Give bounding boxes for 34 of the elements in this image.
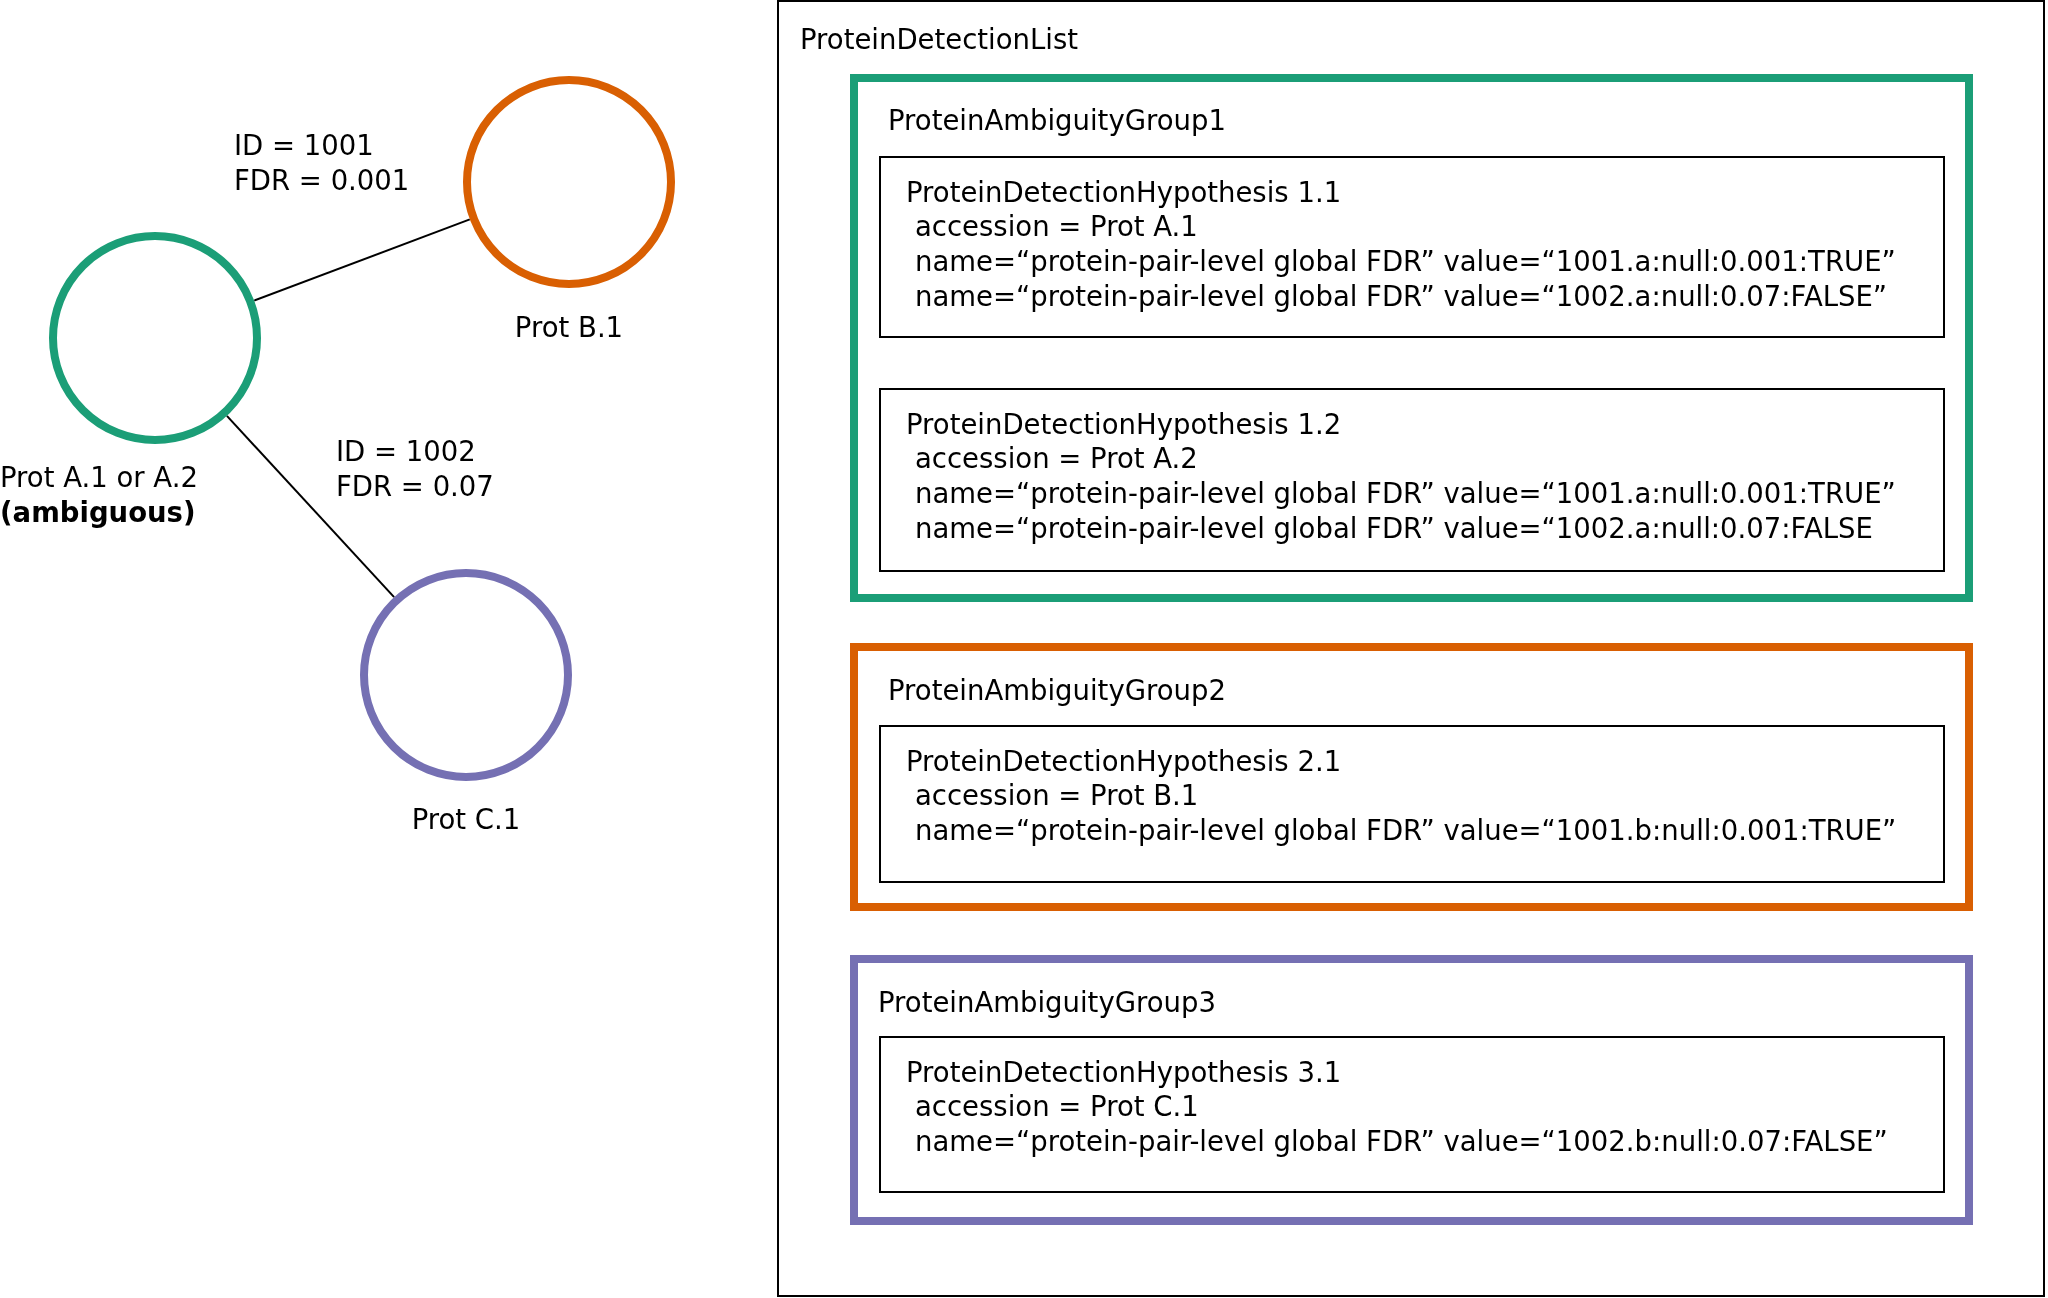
group-title: ProteinAmbiguityGroup1 xyxy=(888,102,1226,138)
group-frame xyxy=(850,643,1973,911)
group-title: ProteinAmbiguityGroup3 xyxy=(878,984,1216,1020)
hypothesis-title: ProteinDetectionHypothesis 2.1 xyxy=(906,743,1342,779)
hypothesis-box xyxy=(879,156,1945,338)
attribute-line: accession = Prot A.1 xyxy=(914,209,1198,245)
hypothesis-title: ProteinDetectionHypothesis 1.2 xyxy=(906,406,1342,442)
hypothesis-title: ProteinDetectionHypothesis 3.1 xyxy=(906,1054,1342,1090)
attribute-line: name=“protein-pair-level global FDR” value=“1001.b:null:0.001:TRUE” xyxy=(914,813,1897,848)
node-label: Prot A.1 or A.2 (ambiguous) xyxy=(0,460,199,530)
group-frame xyxy=(850,955,1973,1225)
connector-line xyxy=(225,414,396,599)
list-container xyxy=(777,0,2045,1297)
node-label: Prot C.1 xyxy=(410,802,522,837)
node-circle xyxy=(463,76,675,288)
hypothesis-box xyxy=(879,725,1945,883)
node-label: Prot B.1 xyxy=(513,310,625,345)
attribute-line: name=“protein-pair-level global FDR” value=“1001.a:null:0.001:TRUE” xyxy=(914,244,1896,279)
attribute-line: accession = Prot A.2 xyxy=(914,441,1198,477)
connector-line xyxy=(253,218,471,302)
group-title: ProteinAmbiguityGroup2 xyxy=(888,672,1226,708)
attribute-line: name=“protein-pair-level global FDR” value=“1002.b:null:0.07:FALSE” xyxy=(914,1124,1888,1159)
attribute-line: name=“protein-pair-level global FDR” value=“1002.a:null:0.07:FALSE” xyxy=(914,279,1888,314)
group-frame xyxy=(850,74,1973,602)
attribute-line: name=“protein-pair-level global FDR” value=“1001.a:null:0.001:TRUE” xyxy=(914,476,1896,511)
node-circle xyxy=(360,569,572,781)
attribute-line: name=“protein-pair-level global FDR” value=“1002.a:null:0.07:FALSE xyxy=(914,511,1873,546)
attribute-line: accession = Prot B.1 xyxy=(914,778,1199,814)
hypothesis-title: ProteinDetectionHypothesis 1.1 xyxy=(906,174,1342,210)
attribute-line: accession = Prot C.1 xyxy=(914,1089,1199,1125)
node-circle xyxy=(49,232,261,444)
hypothesis-box xyxy=(879,388,1945,572)
container-title: ProteinDetectionList xyxy=(800,21,1079,57)
hypothesis-box xyxy=(879,1036,1945,1193)
